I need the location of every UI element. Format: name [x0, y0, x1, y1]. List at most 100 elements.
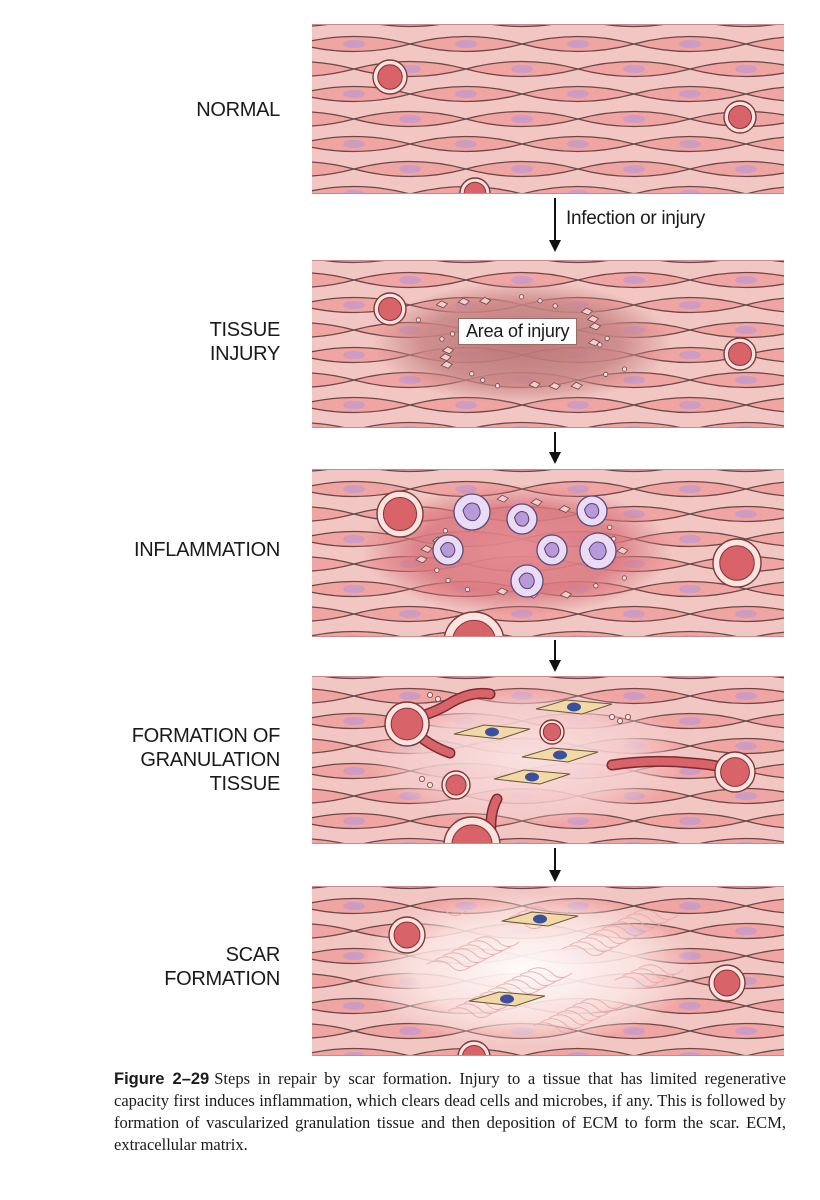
tissue-cell: [492, 887, 552, 890]
tissue-cell: [772, 261, 784, 263]
tissue-cell: [324, 261, 384, 264]
blood-vessel: [376, 490, 424, 538]
tissue-cell: [492, 470, 552, 473]
blood-vessel: [723, 100, 757, 134]
tissue-cell: [687, 687, 784, 705]
tissue-cell: [380, 25, 440, 28]
cell-debris: [621, 575, 627, 581]
cell-debris: [442, 528, 448, 534]
cell-debris: [580, 307, 594, 316]
cell-debris: [588, 322, 602, 331]
tissue-cell: [687, 737, 784, 755]
tissue-cell: [743, 481, 784, 497]
tissue-cell: [436, 261, 496, 264]
tissue-cell: [380, 887, 440, 890]
tissue-cell: [548, 261, 608, 264]
cell-debris: [604, 335, 610, 342]
tissue-cell: [687, 60, 784, 78]
tissue-cell: [643, 630, 737, 636]
tissue-panel-normal: [312, 24, 784, 194]
tissue-cell: [548, 677, 608, 680]
tissue-cell: [687, 1022, 784, 1040]
blood-vessel: [712, 538, 762, 588]
tissue-cell: [312, 630, 401, 636]
tissue-cell: [743, 948, 784, 964]
leukocyte: [536, 534, 568, 566]
leukocyte: [453, 493, 491, 531]
tissue-cell: [743, 998, 784, 1014]
tissue-cell: [687, 371, 784, 389]
caption-text: Steps in repair by scar formation. Injur…: [114, 1069, 786, 1154]
stage-label-granulation: FORMATION OF GRANULATION TISSUE: [131, 725, 281, 795]
cell-debris: [457, 297, 470, 306]
tissue-cell: [687, 605, 784, 623]
cell-debris: [548, 382, 561, 391]
tissue-cell: [772, 677, 784, 679]
tissue-panel-scar-formation: [312, 886, 784, 1056]
tissue-cell: [716, 470, 776, 473]
tissue-cell: [687, 271, 784, 289]
cell-debris: [445, 577, 451, 583]
leukocyte: [579, 532, 617, 570]
tissue-cell: [743, 136, 784, 152]
cell-debris: [570, 381, 583, 390]
leukocyte: [432, 534, 464, 566]
leukocyte: [510, 564, 544, 598]
down-arrow-icon: [549, 198, 561, 252]
tissue-drawing-inflammation: [312, 470, 784, 636]
cell-debris: [439, 336, 445, 342]
tissue-cell: [531, 630, 625, 636]
cell-debris: [518, 294, 525, 300]
cell-debris: [597, 342, 603, 348]
tissue-cell: [699, 837, 784, 843]
blood-vessel: [373, 292, 407, 326]
fibroblast: [453, 724, 531, 740]
tissue-cell: [363, 421, 457, 427]
tissue-drawing-scar-formation: [312, 887, 784, 1055]
tissue-cell: [743, 36, 784, 52]
cell-debris: [587, 338, 601, 347]
cell-debris: [607, 524, 613, 530]
tissue-cell: [312, 1047, 409, 1055]
cell-debris: [415, 317, 422, 323]
stage-label-tissue-injury: TISSUE INJURY: [209, 319, 281, 365]
fibroblast: [501, 911, 579, 927]
cell-debris: [528, 380, 541, 389]
stage-label-inflammation: INFLAMMATION: [133, 539, 280, 561]
cell-debris: [478, 296, 492, 305]
blood-vessel: [443, 816, 501, 843]
down-arrow-icon: [549, 432, 561, 464]
injury-callout: Area of injury: [458, 318, 578, 345]
tissue-cell: [743, 713, 784, 729]
down-arrow-icon: [549, 640, 561, 672]
tissue-cell: [492, 25, 552, 28]
tissue-cell: [687, 787, 784, 805]
cell-debris: [469, 371, 475, 377]
tissue-cell: [312, 422, 345, 427]
blood-vessel: [723, 337, 757, 371]
tissue-cell: [363, 837, 457, 843]
tissue-cell: [312, 185, 409, 193]
tissue-cell: [312, 838, 345, 843]
cell-debris: [494, 383, 501, 389]
fibroblast: [493, 769, 571, 785]
leukocyte: [576, 495, 608, 527]
tissue-cell: [743, 297, 784, 313]
tissue-panel-inflammation: [312, 469, 784, 637]
tissue-cell: [604, 470, 664, 473]
cell-debris: [434, 567, 440, 573]
cell-debris: [621, 366, 628, 372]
tissue-cell: [743, 898, 784, 914]
arrow-label-infection: Infection or injury: [566, 208, 705, 229]
blood-vessel: [372, 59, 408, 95]
cell-debris: [441, 346, 455, 355]
cell-debris: [530, 498, 543, 507]
cell-debris: [464, 586, 471, 593]
blood-vessel: [714, 751, 756, 793]
cell-debris: [586, 315, 600, 324]
stage-label-normal: NORMAL: [196, 99, 280, 121]
tissue-cell: [743, 763, 784, 779]
blood-vessel: [457, 1040, 491, 1055]
tissue-cell: [743, 86, 784, 102]
